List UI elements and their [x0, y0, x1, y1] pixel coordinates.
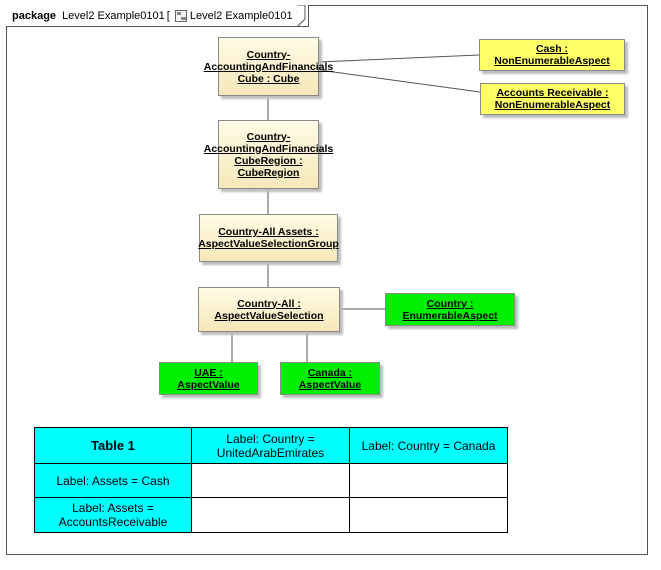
country-all-label: Country-All : AspectValueSelection [214, 297, 324, 322]
frame-bracket-open: [ [166, 9, 170, 22]
table-row: Label: Assets = AccountsReceivable [34, 497, 508, 533]
frame-diagram-name: Level2 Example0101 [189, 9, 293, 22]
cell-receivable-uae[interactable] [191, 497, 350, 533]
cell-receivable-canada[interactable] [349, 497, 508, 533]
cube-label: Country-AccountingAndFinancials Cube : C… [203, 48, 334, 85]
cube-region-node[interactable]: Country-AccountingAndFinancials CubeRegi… [204, 120, 333, 189]
uae-node[interactable]: UAE : AspectValue [159, 362, 258, 395]
table-title: Table 1 [34, 427, 192, 464]
accounts-receivable-label: Accounts Receivable : NonEnumerableAspec… [494, 87, 611, 111]
table-header-row: Table 1 Label: Country = UnitedArabEmira… [34, 427, 508, 464]
uae-label: UAE : AspectValue [177, 366, 240, 391]
cash-node[interactable]: Cash : NonEnumerableAspect [479, 39, 625, 71]
country-aspect-label: Country : EnumerableAspect [402, 297, 498, 322]
edge-cube-cash [318, 54, 480, 63]
cube-node[interactable]: Country-AccountingAndFinancials Cube : C… [204, 37, 333, 96]
cube-region-label: Country-AccountingAndFinancials CubeRegi… [203, 130, 334, 179]
col-header-canada: Label: Country = Canada [349, 427, 508, 464]
cell-cash-uae[interactable] [191, 463, 350, 498]
frame-keyword: package [12, 9, 57, 22]
cash-label: Cash : NonEnumerableAspect [494, 43, 610, 67]
country-aspect-node[interactable]: Country : EnumerableAspect [385, 293, 515, 326]
col-header-uae: Label: Country = UnitedArabEmirates [191, 427, 350, 464]
accounts-receivable-node[interactable]: Accounts Receivable : NonEnumerableAspec… [480, 83, 625, 115]
frame-tab: package Level2 Example0101 [ Level2 Exam… [6, 5, 309, 27]
all-assets-node[interactable]: Country-All Assets : AspectValueSelectio… [198, 214, 339, 262]
all-assets-label: Country-All Assets : AspectValueSelectio… [198, 226, 339, 250]
frame-name: Level2 Example0101 [62, 9, 165, 22]
canada-label: Canada : AspectValue [298, 366, 362, 391]
edge-cube-receivable [318, 69, 481, 93]
row-header-cash: Label: Assets = Cash [34, 463, 192, 498]
country-all-node[interactable]: Country-All : AspectValueSelection [198, 287, 340, 332]
table-row: Label: Assets = Cash [34, 463, 508, 498]
cell-cash-canada[interactable] [349, 463, 508, 498]
table-1: Table 1 Label: Country = UnitedArabEmira… [34, 427, 508, 533]
canada-node[interactable]: Canada : AspectValue [280, 362, 380, 395]
diagram-icon [174, 9, 187, 22]
row-header-accounts-receivable: Label: Assets = AccountsReceivable [34, 497, 192, 533]
frame-tab-corner [297, 5, 306, 27]
